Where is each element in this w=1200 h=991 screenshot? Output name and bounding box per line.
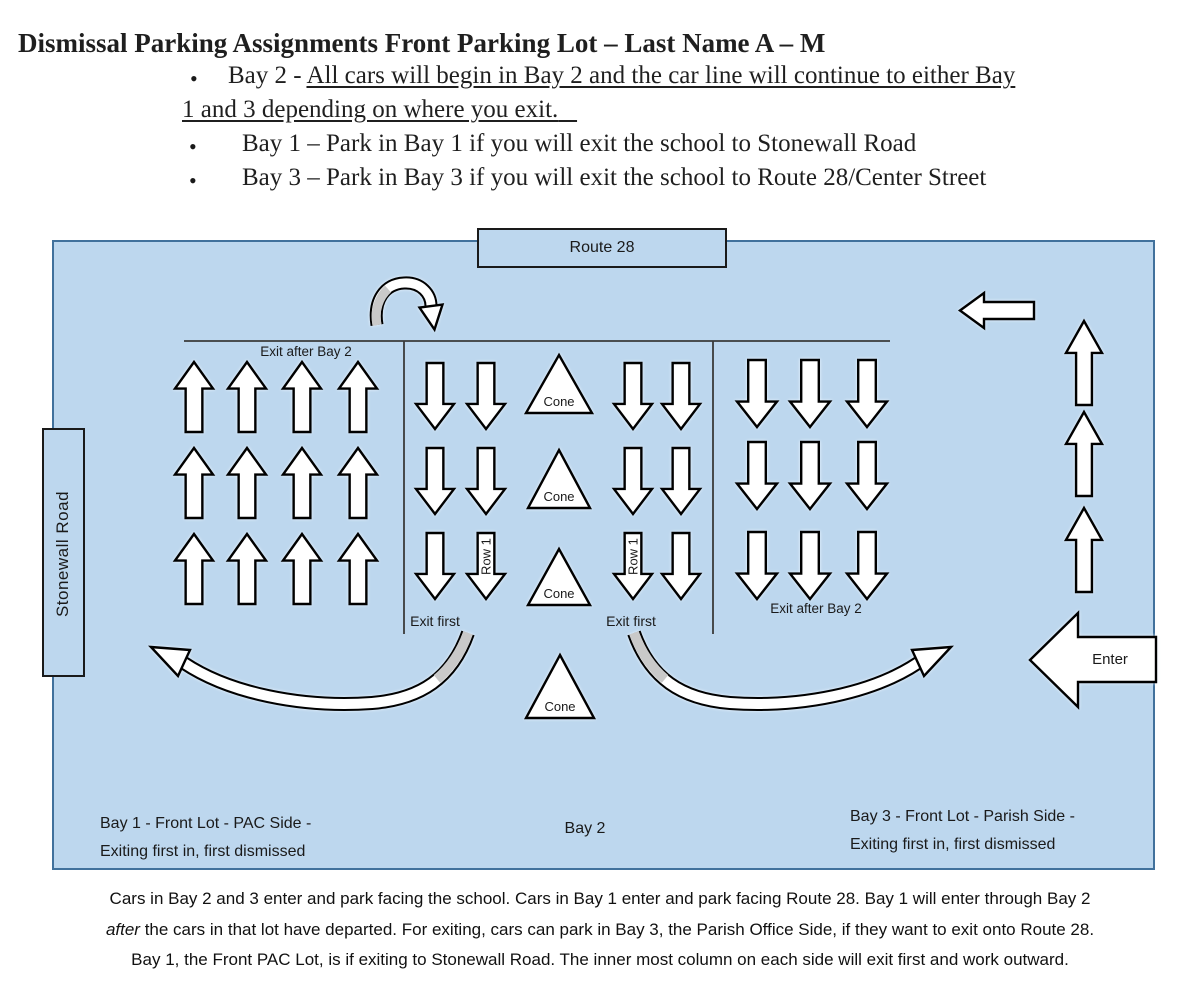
- exit-first-label-right: Exit first: [606, 613, 656, 629]
- cone-label: Cone: [543, 394, 575, 409]
- bullet-bay1: Bay 1 – Park in Bay 1 if you will exit t…: [242, 130, 917, 157]
- bay3-label-line1: Bay 3 - Front Lot - Parish Side -: [850, 808, 1075, 825]
- enter-label: Enter: [1092, 651, 1128, 668]
- bay1-label-line1: Bay 1 - Front Lot - PAC Side -: [100, 815, 312, 832]
- bay1-label: Bay 1 - Front Lot - PAC Side - Exiting f…: [100, 810, 311, 865]
- exit-after-bay2-label-right: Exit after Bay 2: [770, 601, 862, 616]
- route-28-label: Route 28: [569, 239, 635, 256]
- footer-line1: Cars in Bay 2 and 3 enter and park facin…: [109, 889, 1091, 908]
- stonewall-road-sign: Stonewall Road: [42, 428, 85, 677]
- row1-label-left: Row 1: [478, 538, 494, 575]
- footer-line2: after the cars in that lot have departed…: [105, 919, 1095, 939]
- page-title: Dismissal Parking Assignments Front Park…: [18, 28, 826, 58]
- footer-line3: Bay 1, the Front PAC Lot, is if exiting …: [131, 950, 1069, 969]
- exit-after-bay2-label-left: Exit after Bay 2: [260, 344, 352, 359]
- bullet-dot: •: [190, 66, 198, 91]
- bullet-bay2-line1: Bay 2 - All cars will begin in Bay 2 and…: [228, 62, 1016, 89]
- bay2-label: Bay 2: [564, 820, 606, 837]
- exit-first-label-left: Exit first: [410, 613, 460, 629]
- cone-label: Cone: [543, 489, 575, 504]
- bullet-dot: •: [189, 134, 197, 159]
- bay3-label-line2: Exiting first in, first dismissed: [850, 835, 1056, 853]
- bullet-bay3: Bay 3 – Park in Bay 3 if you will exit t…: [242, 164, 987, 191]
- bullet-dot: •: [189, 168, 197, 193]
- cone-label: Cone: [544, 699, 576, 714]
- bay3-label: Bay 3 - Front Lot - Parish Side - Exitin…: [850, 803, 1075, 858]
- bay1-label-line2: Exiting first in, first dismissed: [100, 842, 306, 860]
- parking-lot-area: [52, 240, 1155, 870]
- cone-label: Cone: [543, 586, 575, 601]
- bullet-bay2-line2: 1 and 3 depending on where you exit.: [182, 96, 559, 123]
- route-28-sign: Route 28: [477, 228, 727, 268]
- stonewall-road-label: Stonewall Road: [53, 490, 72, 618]
- footer-notes: Cars in Bay 2 and 3 enter and park facin…: [0, 884, 1200, 976]
- row1-label-right: Row 1: [625, 538, 641, 575]
